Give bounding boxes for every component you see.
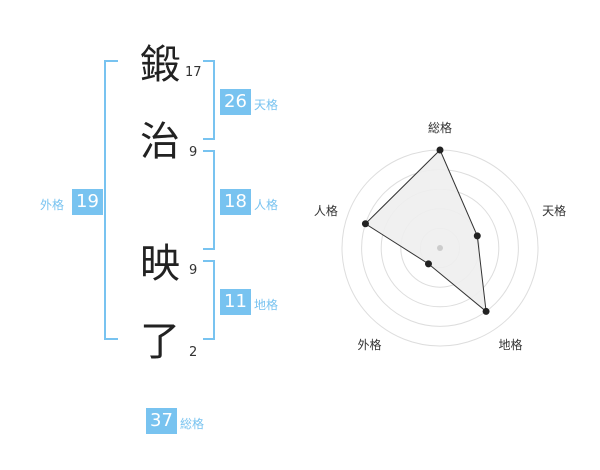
chikaku-value: 11 (220, 289, 251, 315)
name-char-4: 了 (140, 319, 180, 365)
radar-center-dot (437, 245, 443, 251)
radar-axis-label: 外格 (357, 337, 381, 352)
radar-axis-label: 人格 (314, 203, 338, 218)
stroke-count-2: 9 (189, 145, 198, 160)
soukaku-value: 37 (146, 408, 177, 434)
tenkaku-label: 天格 (254, 98, 279, 112)
stroke-count-1: 17 (185, 65, 202, 80)
radar-point-3 (482, 307, 490, 315)
radar-point-4 (424, 260, 432, 268)
radar-point-1 (436, 146, 444, 154)
chikaku-label: 地格 (254, 298, 279, 312)
jinkaku-value: 18 (220, 189, 251, 215)
radar-axis-label: 地格 (499, 337, 523, 352)
jinkaku-label: 人格 (254, 198, 279, 212)
gaikaku-bracket (104, 60, 118, 340)
soukaku-label: 総格 (180, 417, 205, 431)
name-char-1: 鍛 (140, 42, 180, 88)
name-char-3: 映 (140, 241, 180, 287)
radar-point-5 (361, 220, 369, 228)
stroke-count-3: 9 (189, 263, 198, 278)
stroke-count-4: 2 (189, 345, 198, 360)
tenkaku-bracket (203, 60, 215, 140)
chikaku-bracket (203, 260, 215, 340)
name-char-2: 治 (140, 119, 180, 165)
gaikaku-value: 19 (72, 189, 103, 215)
radar-axis-label: 総格 (428, 120, 452, 135)
radar-point-2 (473, 232, 481, 240)
jinkaku-bracket (203, 150, 215, 250)
radar-polygon (364, 149, 487, 313)
gaikaku-label: 外格 (40, 198, 65, 212)
radar-axis-label: 天格 (542, 203, 566, 218)
tenkaku-value: 26 (220, 89, 251, 115)
